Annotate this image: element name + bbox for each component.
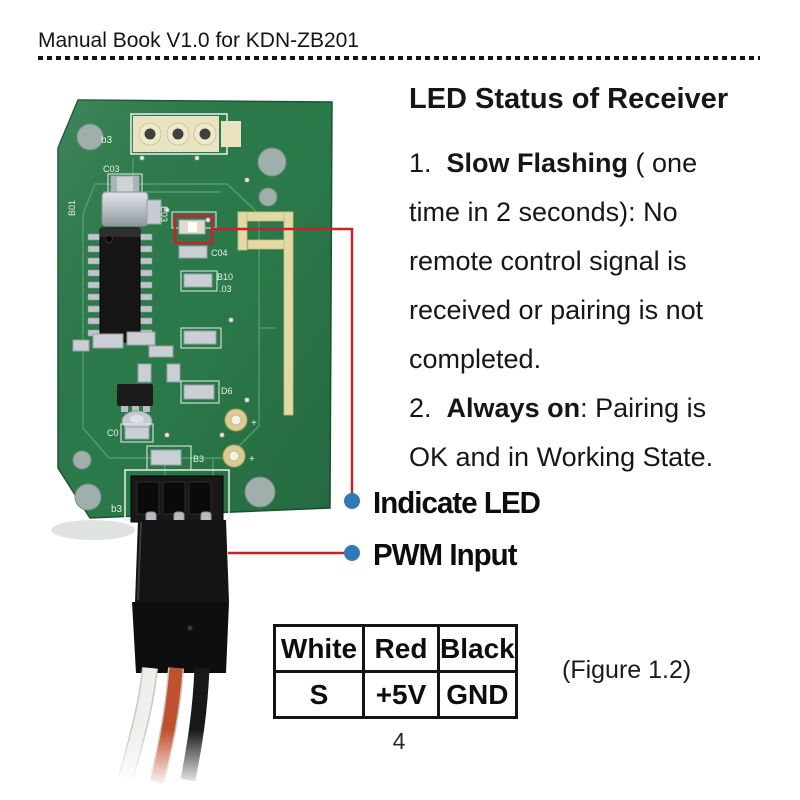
callout-label-pwm-input: PWM Input	[373, 537, 518, 572]
mounting-hole	[258, 187, 278, 207]
mounting-hole	[72, 450, 92, 470]
led-status-line: time in 2 seconds): No	[409, 197, 678, 227]
silkscreen-label: +	[251, 418, 257, 429]
silkscreen-label: C0	[107, 428, 119, 438]
table-row: White Red Black	[273, 624, 518, 673]
silkscreen-label: C03	[103, 164, 120, 174]
table-value-cell: +5V	[362, 670, 440, 719]
callout-label-indicate-led: Indicate LED	[373, 485, 541, 520]
ic-chip	[87, 227, 153, 343]
led-status-body: 1. Slow Flashing ( one time in 2 seconds…	[409, 139, 754, 482]
led-status-line: completed.	[409, 344, 542, 374]
led-status-line: 1. Slow Flashing ( one	[409, 148, 698, 178]
servo-wires	[100, 667, 250, 788]
silkscreen-label: D6	[221, 386, 233, 396]
led-status-line: 2. Always on: Pairing is	[409, 393, 707, 423]
table-header-cell: White	[273, 624, 365, 673]
top-connector-pads: b3	[101, 113, 241, 155]
silkscreen-label: E03	[159, 206, 169, 222]
led-status-line: remote control signal is	[409, 246, 687, 276]
silkscreen-label: .03	[219, 284, 232, 294]
dotted-divider	[38, 56, 760, 60]
component-cluster-upper: C03 E03 B01	[67, 164, 169, 227]
mounting-hole	[244, 476, 276, 508]
silkscreen-label: C04	[211, 248, 228, 258]
mounting-hole	[74, 483, 102, 511]
led-status-section: LED Status of Receiver 1. Slow Flashing …	[409, 82, 754, 482]
board-shadow	[51, 520, 135, 540]
table-value-cell: GND	[437, 670, 518, 719]
silkscreen-label: B3	[193, 454, 204, 464]
silkscreen-label: B01	[67, 200, 77, 216]
table-row: S +5V GND	[273, 670, 518, 719]
page-number: 4	[392, 728, 406, 754]
led-status-line: received or pairing is not	[409, 295, 704, 325]
silkscreen-label: b3	[101, 135, 113, 146]
silkscreen-label: b3	[111, 504, 123, 515]
pwm-connector: b3	[111, 469, 230, 673]
component-cluster-lower: D6 C0 B3	[107, 380, 233, 471]
led-status-line: OK and in Working State.	[409, 442, 714, 472]
document-title: Manual Book V1.0 for KDN-ZB201	[38, 29, 359, 52]
table-value-cell: S	[273, 670, 365, 719]
mounting-hole	[76, 123, 104, 151]
table-header-cell: Black	[437, 624, 518, 673]
wire-color-table: White Red Black S +5V GND	[273, 624, 518, 719]
figure-caption: (Figure 1.2)	[562, 656, 692, 684]
mounting-hole	[257, 147, 287, 177]
silkscreen-label: +	[249, 454, 255, 465]
led-status-heading: LED Status of Receiver	[409, 83, 729, 115]
silkscreen-label: B10	[217, 272, 233, 282]
table-header-cell: Red	[362, 624, 440, 673]
metal-can	[101, 191, 149, 227]
